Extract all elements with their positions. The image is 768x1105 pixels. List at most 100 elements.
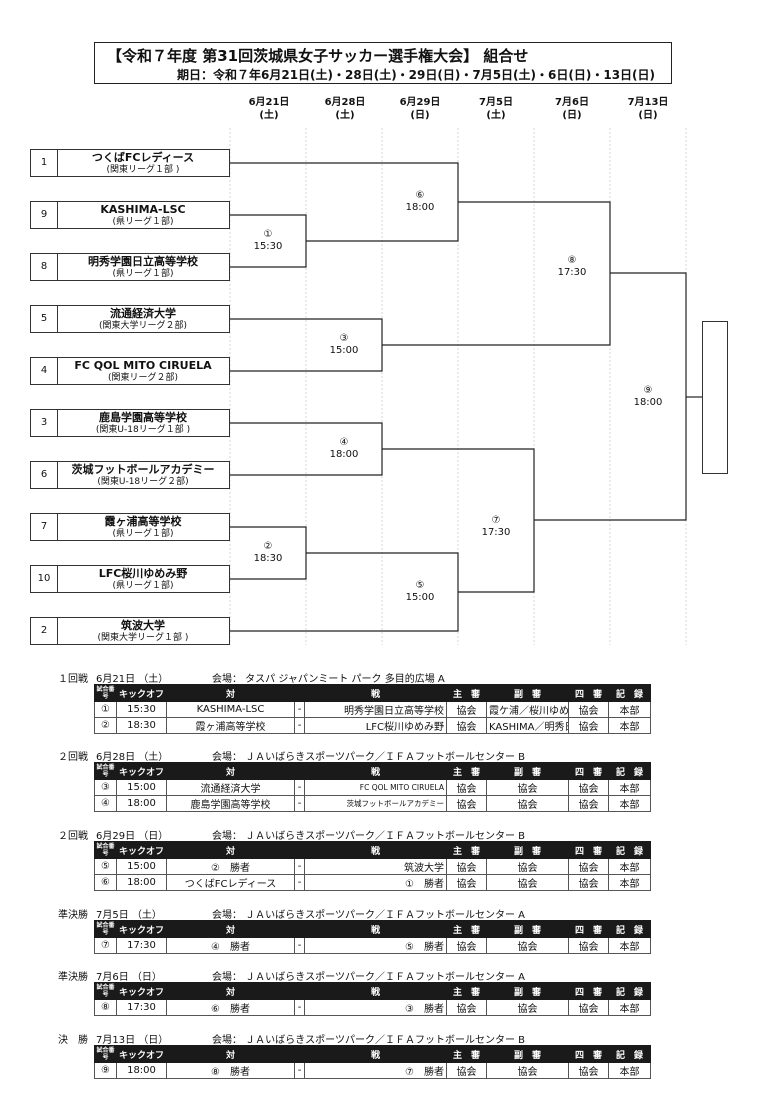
table-row: ⑤ 15:00 ② 勝者 - 筑波大学 協会 協会 協会 本部 xyxy=(94,858,651,875)
team-name: 筑波大学 xyxy=(121,619,165,632)
schedule-table: 試合番号 キックオフ 対 戦 主 審 副 審 四 審 記 録 ⑨ 18:00 ⑧… xyxy=(94,1045,651,1079)
round-venue: 会場： ＪＡいばらきスポーツパーク／ＩＦＡフットボールセンター A xyxy=(212,972,525,983)
bracket-lines xyxy=(229,128,702,645)
seed-number: 9 xyxy=(31,202,58,228)
table-header-row: 試合番号 キックオフ 対 戦 主 審 副 審 四 審 記 録 xyxy=(94,982,651,1000)
round-header: １回戦 6月21日 （土） 会場： タスパ ジャパンミート パーク 多目的広場 … xyxy=(58,668,650,685)
seed-number: 5 xyxy=(31,306,58,332)
round-date: 6月29日 （日） xyxy=(96,831,169,842)
team-entry: 8 明秀学園日立高等学校(県リーグ１部) xyxy=(30,253,230,281)
round-date: 7月5日 （土） xyxy=(96,910,162,921)
schedule-final: 決 勝 7月13日 （日） 会場： ＪＡいばらきスポーツパーク／ＩＦＡフットボー… xyxy=(58,1029,651,1079)
table-header-row: 試合番号 キックオフ 対 戦 主 審 副 審 四 審 記 録 xyxy=(94,841,651,859)
round-venue: 会場： ＪＡいばらきスポーツパーク／ＩＦＡフットボールセンター B xyxy=(212,1035,526,1046)
team-league: (県リーグ１部) xyxy=(112,581,174,591)
table-row: ② 18:30 霞ヶ浦高等学校 - LFC桜川ゆめみ野 協会 KASHIMA／明… xyxy=(94,717,651,734)
date-column-2: 6月28日(土) xyxy=(324,97,366,121)
table-row: ① 15:30 KASHIMA-LSC - 明秀学園日立高等学校 協会 霞ケ浦／… xyxy=(94,701,651,718)
schedule-table: 試合番号 キックオフ 対 戦 主 審 副 審 四 審 記 録 ① 15:30 K… xyxy=(94,684,651,734)
schedule-round-2a: ２回戦 6月28日 （土） 会場： ＪＡいばらきスポーツパーク／ＩＦＡフットボー… xyxy=(58,746,651,812)
round-header: ２回戦 6月29日 （日） 会場： ＪＡいばらきスポーツパーク／ＩＦＡフットボー… xyxy=(58,825,650,842)
team-entry: 6 茨城フットボールアカデミー(関東U-18リーグ２部) xyxy=(30,461,230,489)
table-header-row: 試合番号 キックオフ 対 戦 主 審 副 審 四 審 記 録 xyxy=(94,762,651,780)
round-header: 決 勝 7月13日 （日） 会場： ＪＡいばらきスポーツパーク／ＩＦＡフットボー… xyxy=(58,1029,650,1046)
team-name: KASHIMA-LSC xyxy=(100,203,186,216)
schedule-semifinal-1: 準決勝 7月5日 （土） 会場： ＪＡいばらきスポーツパーク／ＩＦＡフットボール… xyxy=(58,904,651,954)
round-header: 準決勝 7月5日 （土） 会場： ＪＡいばらきスポーツパーク／ＩＦＡフットボール… xyxy=(58,904,650,921)
table-row: ③ 15:00 流通経済大学 - FC QOL MITO CIRUELA 協会 … xyxy=(94,779,651,796)
round-name: 準決勝 xyxy=(58,972,88,983)
team-name: 明秀学園日立高等学校 xyxy=(88,255,198,268)
team-league: (関東大学リーグ１部 ) xyxy=(97,633,189,643)
round-date: 7月6日 （日） xyxy=(96,972,162,983)
seed-number: 7 xyxy=(31,514,58,540)
team-league: (関東U-18リーグ２部) xyxy=(97,477,189,487)
team-name: 茨城フットボールアカデミー xyxy=(71,463,215,476)
date-column-3: 6月29日(日) xyxy=(399,97,441,121)
seed-number: 2 xyxy=(31,618,58,644)
table-row: ④ 18:00 鹿島学園高等学校 - 茨城フットボールアカデミー 協会 協会 協… xyxy=(94,795,651,812)
round-venue: 会場： ＪＡいばらきスポーツパーク／ＩＦＡフットボールセンター B xyxy=(212,831,526,842)
team-league: (関東大学リーグ２部) xyxy=(98,321,188,331)
seed-number: 8 xyxy=(31,254,58,280)
table-header-row: 試合番号 キックオフ 対 戦 主 審 副 審 四 審 記 録 xyxy=(94,684,651,702)
schedule-table: 試合番号 キックオフ 対 戦 主 審 副 審 四 審 記 録 ⑦ 17:30 ④… xyxy=(94,920,651,954)
round-date: 6月21日 （土） xyxy=(96,674,169,685)
round-name: １回戦 xyxy=(58,674,88,685)
date-column-6: 7月13日(日) xyxy=(627,97,669,121)
round-venue: 会場： ＪＡいばらきスポーツパーク／ＩＦＡフットボールセンター B xyxy=(212,752,526,763)
page-title: 【令和７年度 第31回茨城県女子サッカー選手権大会】 組合せ xyxy=(107,47,529,65)
tournament-dates: 期日：令和７年6月21日(土)・28日(土)・29日(日)・7月5日(土)・6日… xyxy=(177,68,656,82)
table-row: ⑥ 18:00 つくばFCレディース - ① 勝者 協会 協会 協会 本部 xyxy=(94,874,651,891)
round-name: ２回戦 xyxy=(58,752,88,763)
team-league: (県リーグ１部) xyxy=(112,217,174,227)
seed-number: 4 xyxy=(31,358,58,384)
team-league: (県リーグ１部) xyxy=(112,269,174,279)
seed-number: 1 xyxy=(31,150,58,176)
team-name: 霞ヶ浦高等学校 xyxy=(104,515,182,528)
round-header: 準決勝 7月6日 （日） 会場： ＪＡいばらきスポーツパーク／ＩＦＡフットボール… xyxy=(58,966,650,983)
team-entry: 9 KASHIMA-LSC(県リーグ１部) xyxy=(30,201,230,229)
seed-number: 6 xyxy=(31,462,58,488)
seed-number: 3 xyxy=(31,410,58,436)
round-date: 7月13日 （日） xyxy=(96,1035,169,1046)
team-name: 流通経済大学 xyxy=(110,307,176,320)
team-name: LFC桜川ゆめみ野 xyxy=(98,567,188,580)
table-header-row: 試合番号 キックオフ 対 戦 主 審 副 審 四 審 記 録 xyxy=(94,1045,651,1063)
schedule-round-2b: ２回戦 6月29日 （日） 会場： ＪＡいばらきスポーツパーク／ＩＦＡフットボー… xyxy=(58,825,651,891)
team-entry: 5 流通経済大学(関東大学リーグ２部) xyxy=(30,305,230,333)
table-row: ⑨ 18:00 ⑧ 勝者 - ⑦ 勝者 協会 協会 協会 本部 xyxy=(94,1062,651,1079)
round-venue: 会場： ＪＡいばらきスポーツパーク／ＩＦＡフットボールセンター A xyxy=(212,910,525,921)
round-name: 準決勝 xyxy=(58,910,88,921)
round-name: 決 勝 xyxy=(58,1035,88,1046)
round-header: ２回戦 6月28日 （土） 会場： ＪＡいばらきスポーツパーク／ＩＦＡフットボー… xyxy=(58,746,650,763)
team-league: (関東リーグ１部 ) xyxy=(106,165,180,175)
title-box: 【令和７年度 第31回茨城県女子サッカー選手権大会】 組合せ 期日：令和７年6月… xyxy=(94,42,672,84)
schedule-semifinal-2: 準決勝 7月6日 （日） 会場： ＪＡいばらきスポーツパーク／ＩＦＡフットボール… xyxy=(58,966,651,1016)
round-venue: 会場： タスパ ジャパンミート パーク 多目的広場 A xyxy=(212,674,445,685)
round-name: ２回戦 xyxy=(58,831,88,842)
team-league: (関東リーグ２部) xyxy=(107,373,179,383)
date-column-1: 6月21日(土) xyxy=(248,97,290,121)
schedule-table: 試合番号 キックオフ 対 戦 主 審 副 審 四 審 記 録 ⑧ 17:30 ⑥… xyxy=(94,982,651,1016)
champion-box xyxy=(702,321,728,474)
table-row: ⑦ 17:30 ④ 勝者 - ⑤ 勝者 協会 協会 協会 本部 xyxy=(94,937,651,954)
round-date: 6月28日 （土） xyxy=(96,752,169,763)
schedule-table: 試合番号 キックオフ 対 戦 主 審 副 審 四 審 記 録 ⑤ 15:00 ②… xyxy=(94,841,651,891)
date-column-4: 7月5日(土) xyxy=(479,97,513,121)
date-column-5: 7月6日(日) xyxy=(555,97,589,121)
